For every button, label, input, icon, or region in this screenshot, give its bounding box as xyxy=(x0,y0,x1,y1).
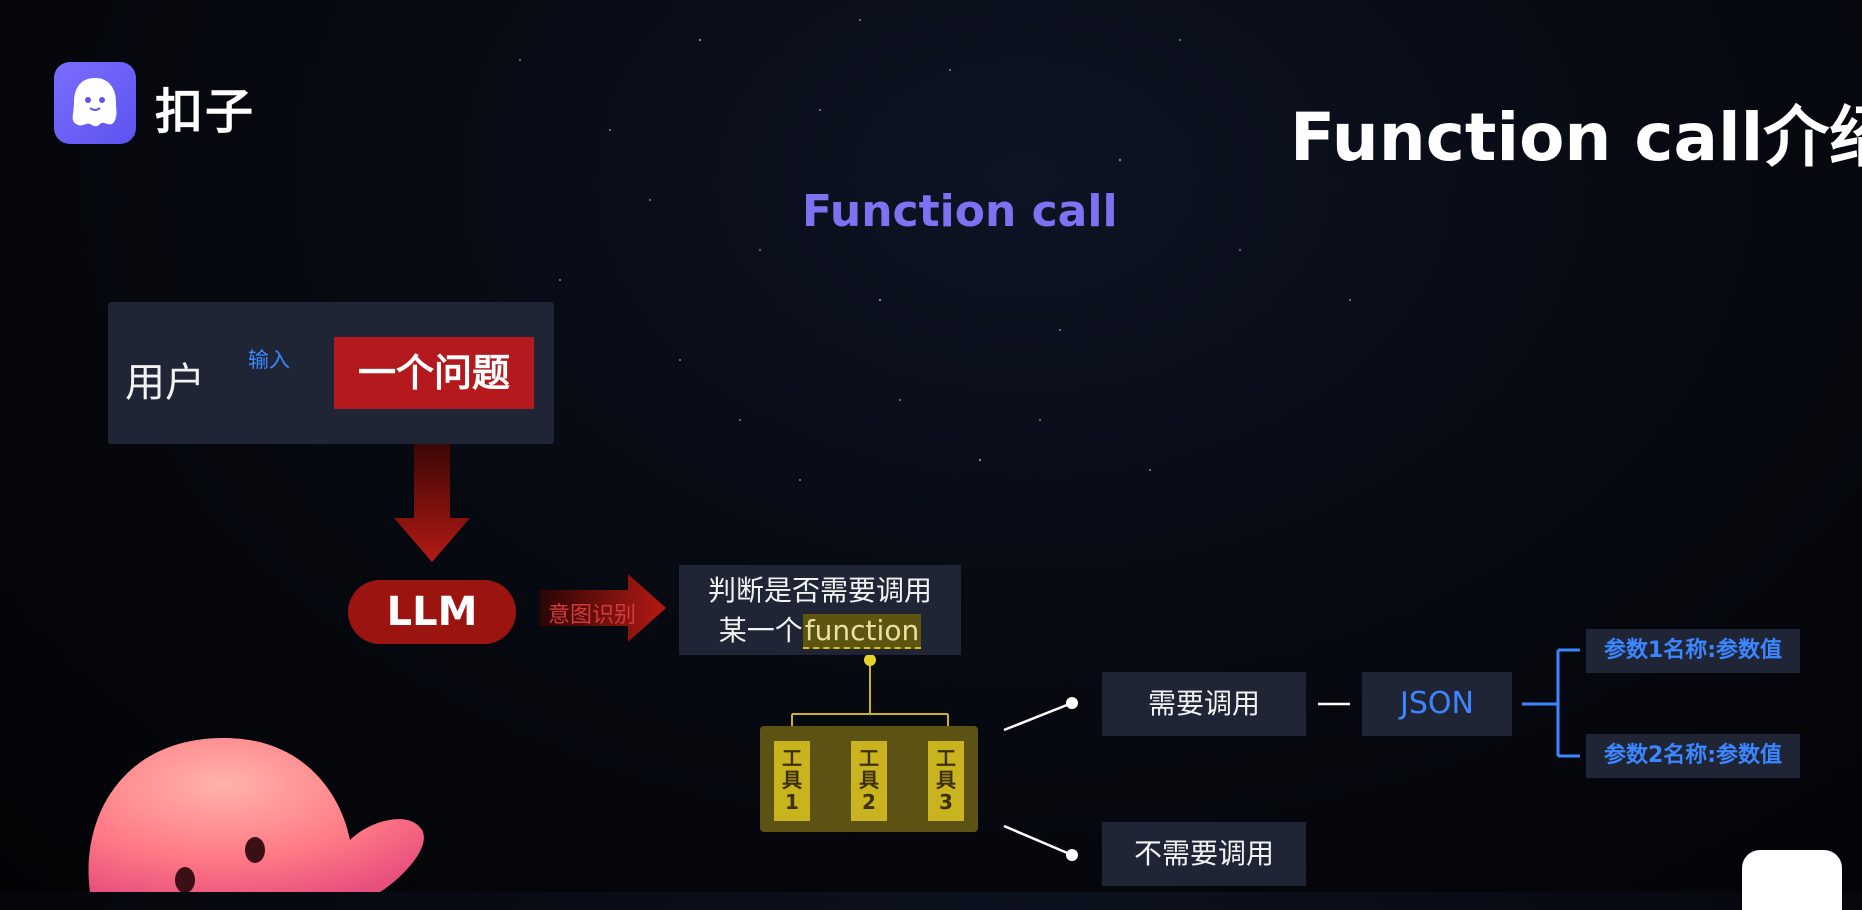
brand-logo xyxy=(54,62,136,144)
starfield-background xyxy=(0,0,1862,600)
diagram-subtitle: Function call xyxy=(802,186,1118,237)
mascot-character-icon xyxy=(88,737,424,892)
json-box: JSON xyxy=(1362,672,1512,736)
tool-3: 工 具 3 xyxy=(928,741,964,821)
tool-2-char-1: 工 xyxy=(859,746,879,770)
tool-3-char-2: 具 xyxy=(936,768,956,792)
tool-2-char-2: 具 xyxy=(859,768,879,792)
mascot-ghost-icon xyxy=(72,78,117,127)
need-call-box: 需要调用 xyxy=(1102,672,1306,736)
intent-arrow xyxy=(540,574,666,642)
brand-name: 扣子 xyxy=(155,84,256,140)
tool-2: 工 具 2 xyxy=(851,741,887,821)
judge-function-box: 判断是否需要调用 某一个function xyxy=(679,565,961,655)
bilibili-tv-icon xyxy=(1742,850,1842,910)
llm-node: LLM xyxy=(348,580,516,644)
judge-line-1: 判断是否需要调用 xyxy=(707,574,932,607)
tool-1-char-2: 具 xyxy=(782,768,802,792)
tree-node xyxy=(864,654,876,666)
question-box: 一个问题 xyxy=(334,337,534,409)
tool-3-char-1: 工 xyxy=(936,746,956,770)
intent-arrow-label: 意图识别 xyxy=(548,603,637,628)
tool-tree xyxy=(791,660,949,726)
tool-1: 工 具 1 xyxy=(774,741,810,821)
judge-line-2-prefix: 某一个 xyxy=(718,614,803,647)
input-arrow-label: 输入 xyxy=(248,348,290,372)
tool-1-char-1: 工 xyxy=(782,746,802,770)
tool-1-number: 1 xyxy=(785,790,799,814)
judge-line-2: 某一个function xyxy=(679,611,961,651)
param-1-box: 参数1名称:参数值 xyxy=(1586,629,1800,673)
down-arrow xyxy=(394,444,470,562)
tool-2-number: 2 xyxy=(862,790,876,814)
tools-group: 工 具 1 工 具 2 工 具 3 xyxy=(760,726,978,832)
tool-3-number: 3 xyxy=(939,790,953,814)
user-label: 用户 xyxy=(125,360,205,406)
function-keyword: function xyxy=(802,614,922,649)
param-2-box: 参数2名称:参数值 xyxy=(1586,734,1800,778)
params-bracket xyxy=(1522,648,1580,758)
no-need-call-box: 不需要调用 xyxy=(1102,822,1306,886)
page-title: Function call介绍 xyxy=(1290,99,1862,176)
